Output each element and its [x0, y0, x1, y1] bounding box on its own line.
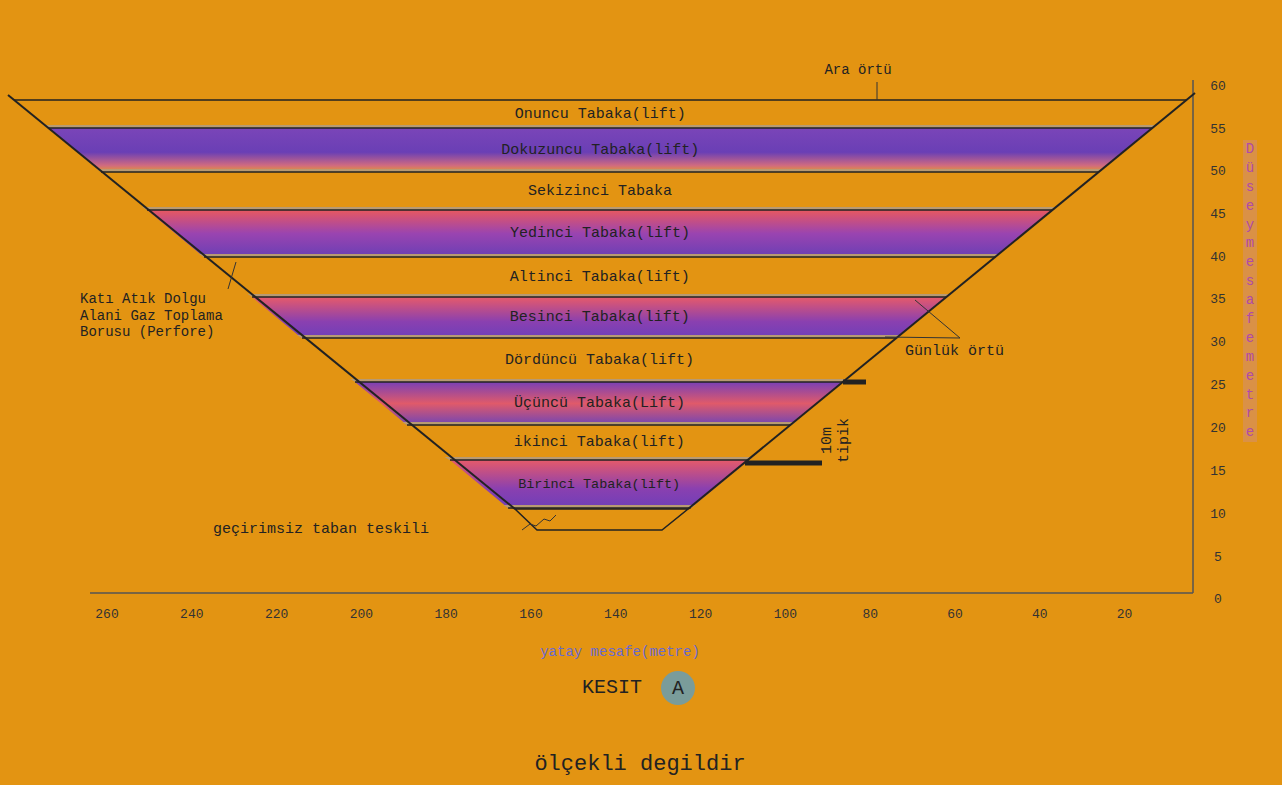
- landfill-lift: Yedinci Tabaka(lift): [147, 210, 1053, 257]
- landfill-lift: Üçüncü Tabaka(Lift): [355, 382, 843, 425]
- axis-tick-label: 10: [1210, 507, 1226, 523]
- axis-tick-label: 180: [434, 607, 457, 623]
- landfill-lift: ikinci Tabaka(lift): [407, 425, 791, 460]
- liner-base: [515, 509, 688, 530]
- axis-tick-label: 40: [1210, 250, 1226, 266]
- axis-title: Düsey mesafe metre: [1243, 140, 1257, 442]
- annotation: ölçekli degildir: [534, 752, 745, 778]
- axis-tick-label: 55: [1210, 122, 1226, 138]
- axis-tick-label: 45: [1210, 207, 1226, 223]
- landfill-lift: Onuncu Tabaka(lift): [14, 100, 1186, 128]
- axis-tick-label: 25: [1210, 378, 1226, 394]
- axis-tick-label: 160: [519, 607, 542, 623]
- axis-tick-label: 5: [1214, 550, 1222, 566]
- axis-tick-label: 240: [180, 607, 203, 623]
- dimension-bar: [843, 380, 866, 385]
- leader-line: [877, 82, 878, 100]
- axis-tick-label: 0: [1214, 592, 1222, 608]
- section-circle: [661, 671, 695, 705]
- axis-tick-label: 15: [1210, 464, 1226, 480]
- annotation: Ara örtü: [824, 62, 891, 79]
- axis-tick-label: 260: [95, 607, 118, 623]
- axis-tick-label: 120: [689, 607, 712, 623]
- landfill-lift: Dördüncü Tabaka(lift): [302, 338, 897, 382]
- axis-tick-label: 20: [1210, 421, 1226, 437]
- axis-tick-label: 140: [604, 607, 627, 623]
- axis-tick-label: 100: [774, 607, 797, 623]
- axis-tick-label: 20: [1117, 607, 1133, 623]
- annotation: yatay mesafe(metre): [540, 644, 700, 661]
- axis-tick-label: 35: [1210, 292, 1226, 308]
- axis-tick-label: 220: [265, 607, 288, 623]
- landfill-lift: Sekizinci Tabaka: [101, 172, 1099, 210]
- annotation: KESIT: [582, 676, 642, 700]
- y-axis: [1192, 80, 1194, 593]
- x-axis: [90, 592, 1193, 594]
- axis-tick-label: 40: [1032, 607, 1048, 623]
- annotation: geçirimsiz taban teskili: [213, 521, 429, 539]
- section-marker: A: [663, 673, 694, 704]
- dimension-bar: [745, 461, 822, 466]
- axis-tick-label: 200: [350, 607, 373, 623]
- leader-line: [522, 515, 556, 530]
- landfill-lift: Dokuzuncu Tabaka(lift): [48, 128, 1153, 172]
- landfill-lift: Birinci Tabaka(lift): [450, 460, 749, 508]
- landfill-lift: Besinci Tabaka(lift): [252, 297, 947, 338]
- axis-tick-label: 50: [1210, 164, 1226, 180]
- annotation: 10m tipik: [820, 414, 853, 466]
- axis-tick-label: 30: [1210, 335, 1226, 351]
- annotation: Günlük örtü: [905, 343, 1004, 361]
- axis-tick-label: 80: [862, 607, 878, 623]
- axis-tick-label: 60: [947, 607, 963, 623]
- landfill-lift: Altinci Tabaka(lift): [204, 257, 996, 297]
- axis-tick-label: 60: [1210, 79, 1226, 95]
- annotation: Katı Atık Dolgu Alani Gaz Toplama Borusu…: [80, 291, 230, 341]
